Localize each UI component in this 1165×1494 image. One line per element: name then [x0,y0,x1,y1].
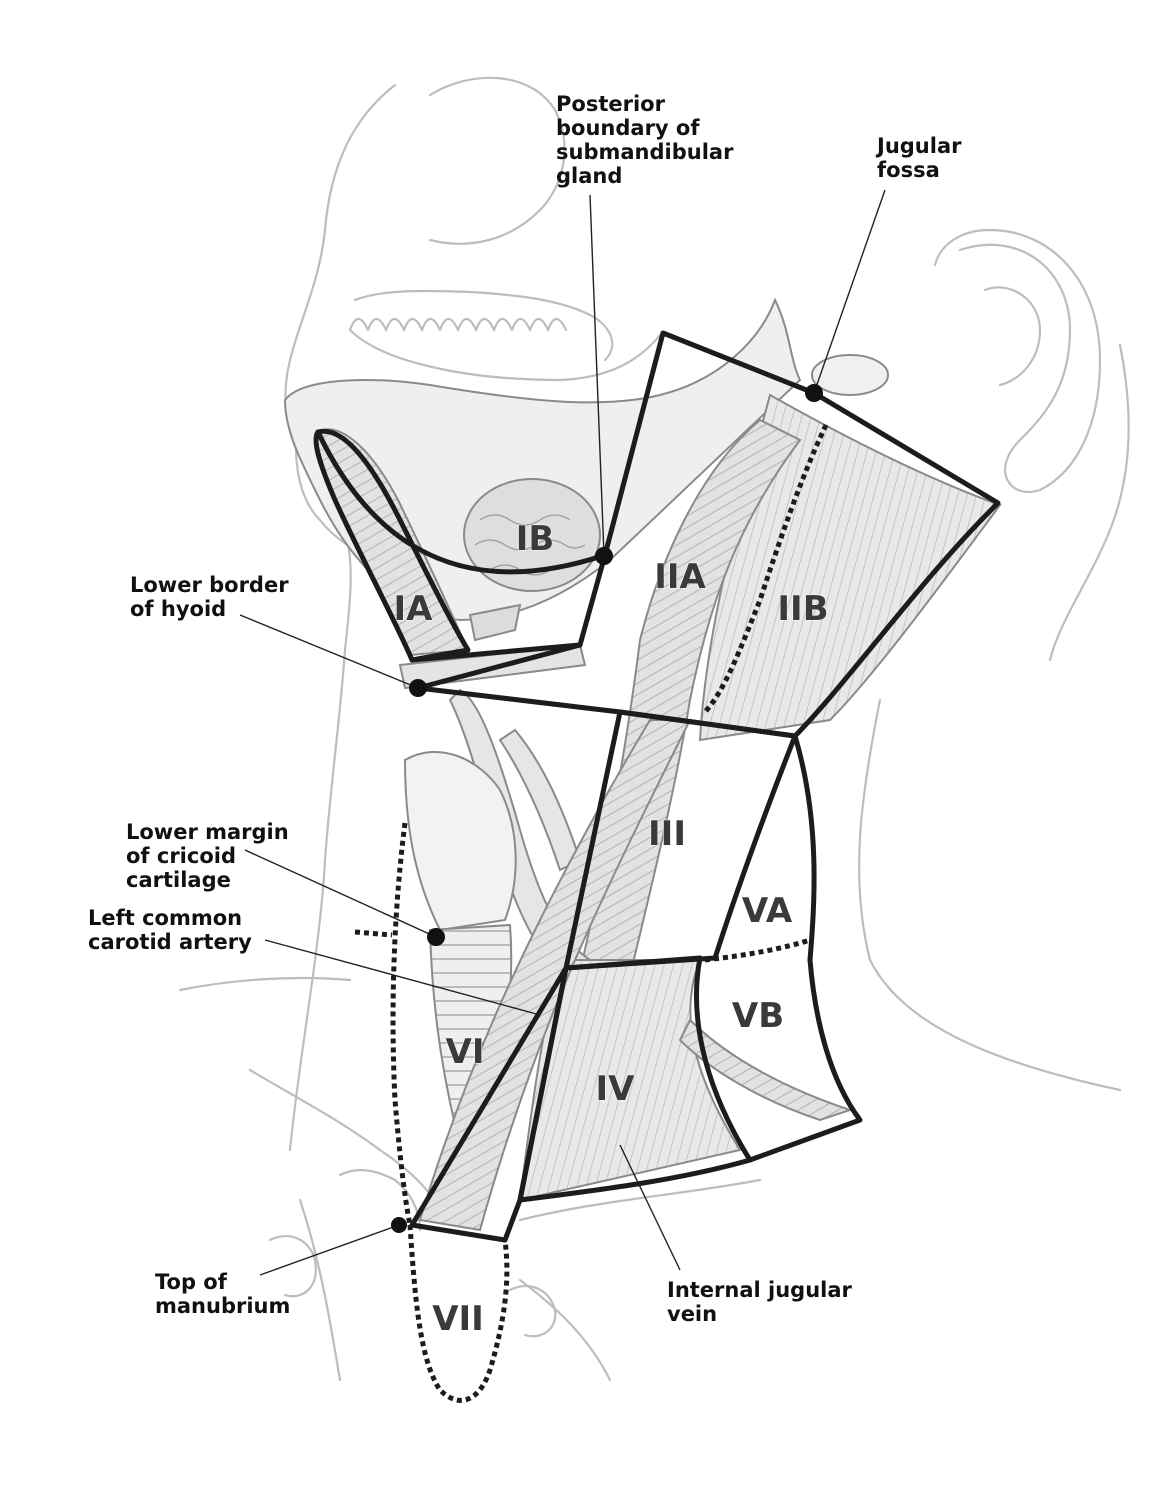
level-vii-label: VII [432,1299,484,1339]
level-labels: IA IB IIA IIB III IV VA VB VI VII [393,519,829,1340]
level-iv-label: IV [596,1069,636,1109]
level-iia-label: IIA [654,557,706,597]
jugular-fossa-dot [805,384,823,402]
posterior-submandibular-dot [595,547,613,565]
anchor-dots [391,384,823,1233]
callout-posterior-submandibular: Posterior boundary of submandibular glan… [556,92,734,188]
anatomy-tissue [283,297,1002,1232]
level-iii-label: III [648,814,686,854]
level-vb-label: VB [732,996,784,1036]
callout-lower-hyoid: Lower border of hyoid [130,573,289,621]
callout-internal-jugular: Internal jugular vein [667,1278,852,1326]
callout-lower-cricoid: Lower margin of cricoid cartilage [126,820,289,892]
level-vii-boundary [407,1224,510,1403]
level-va-label: VA [742,891,793,931]
level-iib-label: IIB [777,589,828,629]
leader-lines [239,189,886,1276]
level-ia-boundary [313,428,471,663]
level-iii-boundary [563,709,798,971]
level-v-boundary [747,733,863,1163]
callout-top-manubrium: Top of manubrium [155,1270,291,1318]
lower-hyoid-dot [409,679,427,697]
lower-cricoid-dot [427,928,445,946]
callout-left-carotid: Left common carotid artery [88,906,252,954]
level-ia-label: IA [394,589,434,629]
level-vi-left-border [390,822,413,1226]
level-ib-label: IB [516,519,555,559]
level-ib-boundary [315,429,608,663]
level-va-vb-divider [704,937,811,963]
level-vi-label: VI [446,1032,485,1072]
level-boundaries [313,330,1001,1403]
callout-jugular-fossa: Jugular fossa [877,134,962,182]
top-manubrium-dot [391,1217,407,1233]
